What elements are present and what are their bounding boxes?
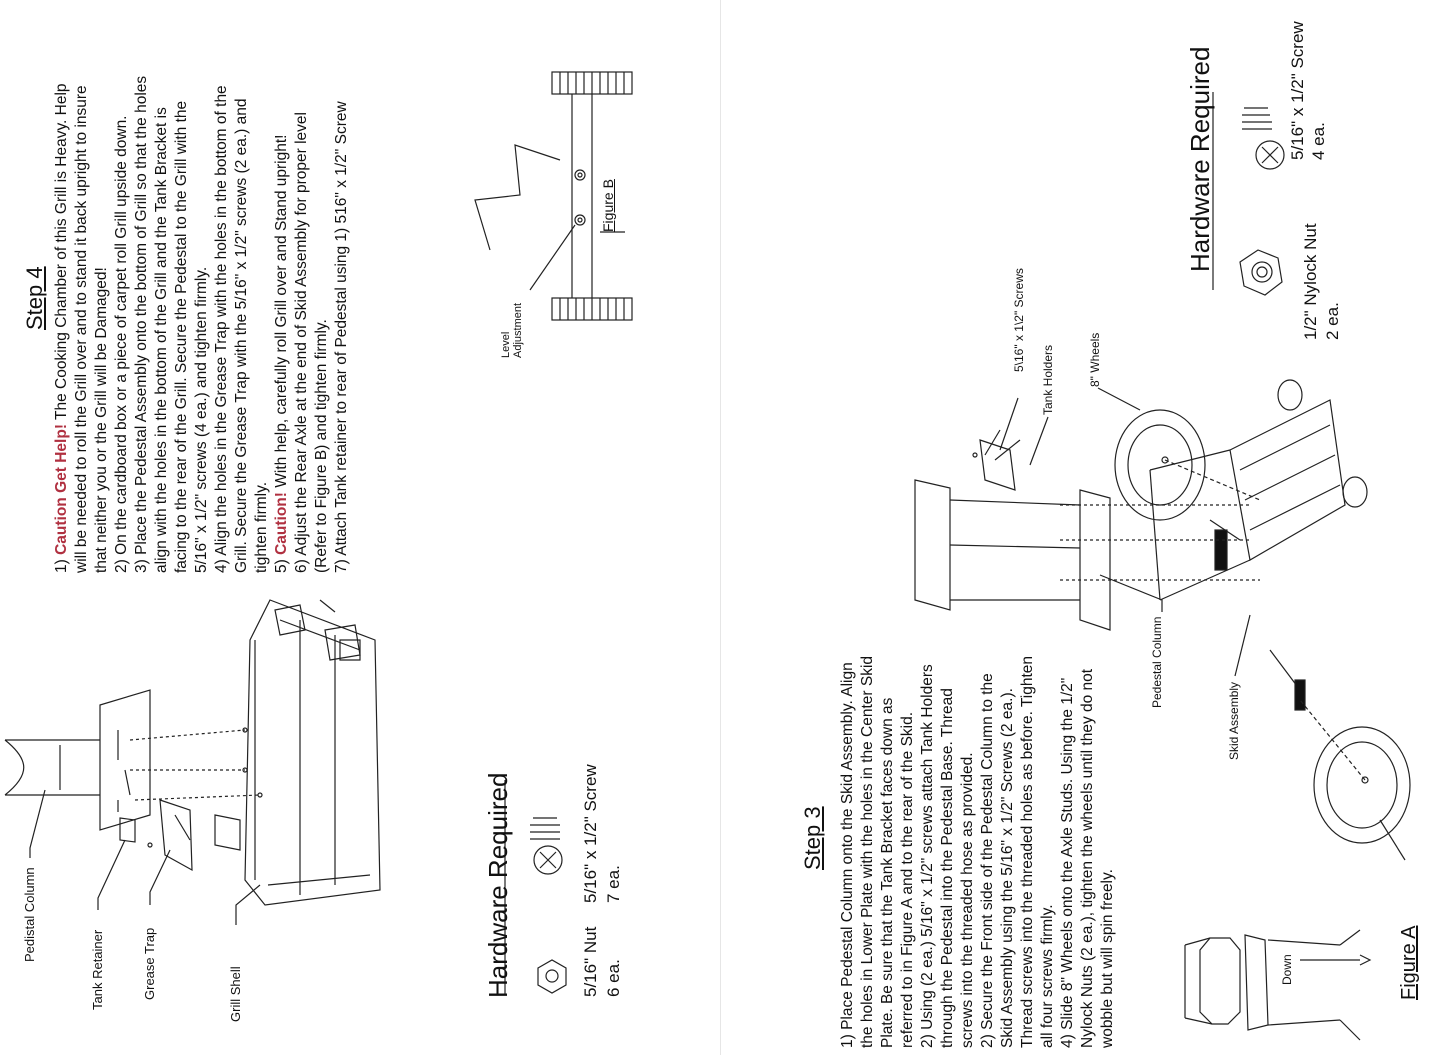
step4-line-text: tighten firmly. bbox=[253, 481, 270, 573]
hardware-left-screw-qty: 7 ea. bbox=[604, 865, 623, 903]
label-8in-wheels: 8" Wheels bbox=[1088, 332, 1102, 387]
skid-assembly-drawing bbox=[914, 379, 1411, 861]
step3-line: screws into the threaded hose as provide… bbox=[959, 752, 976, 1048]
caution-text: Caution Get Help! bbox=[53, 424, 70, 555]
hardware-left-title: Hardware Required bbox=[483, 772, 513, 998]
step4-line: will be needed to roll the Grill over an… bbox=[72, 76, 92, 573]
step4-line-text: 4) Align the holes in the Grease Trap wi… bbox=[213, 85, 230, 573]
step4-title: Step 4 bbox=[22, 266, 47, 330]
step4-line: 2) On the cardboard box or a piece of ca… bbox=[112, 76, 132, 574]
label-down: Down bbox=[1280, 954, 1294, 985]
step3-line: Nylock Nuts (2 ea.), tighten the wheels … bbox=[1079, 668, 1096, 1048]
step4-line-text: 1) bbox=[53, 554, 70, 573]
step4-line-text: With help, carefully roll Grill over and… bbox=[273, 134, 290, 493]
step4-line: 3) Place the Pedestal Assembly onto the … bbox=[132, 76, 152, 573]
step4-line: 6) Adjust the Rear Axle at the end of Sk… bbox=[292, 76, 312, 573]
hardware-right-nut-name: 1/2" Nylock Nut bbox=[1301, 223, 1320, 340]
step3-line: Thread screws into the threaded holes as… bbox=[1019, 655, 1036, 1048]
step4-line: 1) Caution Get Help! The Cooking Chamber… bbox=[52, 76, 72, 573]
label-screws: 5\16" x 1\2" Screws bbox=[1012, 268, 1026, 372]
label-grill-shell: Grill Shell bbox=[228, 966, 243, 1022]
step4-line-text: facing to the rear of the Grill. Secure … bbox=[173, 100, 190, 573]
step4-line-text: 5/16" x 1/2" screws (4 ea.) and tighten … bbox=[193, 266, 210, 573]
hardware-right-title: Hardware Required bbox=[1185, 46, 1215, 272]
figure-a-drawing bbox=[1184, 929, 1372, 1041]
step3-title: Step 3 bbox=[800, 806, 825, 870]
step4-instructions: 1) Caution Get Help! The Cooking Chamber… bbox=[52, 76, 352, 573]
screw-icon-right bbox=[1242, 107, 1285, 170]
nylock-nut-icon bbox=[1239, 249, 1283, 296]
step4-line: 7) Attach Tank retainer to rear of Pedes… bbox=[332, 76, 352, 573]
step3-line: 1) Place Pedestal Column onto the Skid A… bbox=[839, 662, 856, 1048]
step4-line-text: 3) Place the Pedestal Assembly onto the … bbox=[133, 75, 150, 573]
step4-line-text: align with the holes in the bottom of th… bbox=[153, 107, 170, 573]
step4-line-text: will be needed to roll the Grill over an… bbox=[73, 85, 90, 573]
label-skid-assembly: Skid Assembly bbox=[1227, 681, 1241, 760]
grill-shell-drawing bbox=[4, 599, 381, 925]
step4-line-text: Grill. Secure the Grease Trap with the 5… bbox=[233, 98, 250, 574]
step3-line: 2) Secure the Front side of the Pedestal… bbox=[979, 673, 996, 1048]
step4-line: align with the holes in the bottom of th… bbox=[152, 76, 172, 573]
step4-line-text: that neither you or the Grill will be Da… bbox=[93, 267, 110, 573]
step4-line: facing to the rear of the Grill. Secure … bbox=[172, 76, 192, 573]
step3-line: 4) Slide 8" Wheels onto the Axle Studs. … bbox=[1059, 677, 1076, 1048]
step4-line-text: 6) Adjust the Rear Axle at the end of Sk… bbox=[293, 112, 310, 573]
step4-line-text: (Refer to Figure B) and tighten firmly. bbox=[313, 319, 330, 573]
label-level: Level bbox=[500, 331, 512, 358]
figure-b-caption: Figure B bbox=[600, 179, 616, 232]
step4-line-text: 7) Attach Tank retainer to rear of Pedes… bbox=[333, 101, 350, 573]
step4-line: Grill. Secure the Grease Trap with the 5… bbox=[232, 76, 252, 574]
step4-line: 5/16" x 1/2" screws (4 ea.) and tighten … bbox=[192, 76, 212, 573]
step3-line: referred to in Figure A and to the rear … bbox=[899, 711, 916, 1048]
step3-line: the holes in Lower Plate with the holes … bbox=[859, 655, 876, 1048]
figure-a-caption: Figure A bbox=[1398, 925, 1420, 1000]
step3-line: 2) Using (2 ea.) 5/16" x 1/2" screws att… bbox=[919, 664, 936, 1048]
hardware-right-screw-qty: 4 ea. bbox=[1309, 122, 1328, 160]
hardware-right-screw-name: 5/16" x 1/2" Screw bbox=[1288, 21, 1307, 160]
label-adjustment: Adjustment bbox=[512, 302, 524, 358]
label-pedestal-column: Pedestal Column bbox=[1150, 616, 1164, 708]
step4-line: tighten firmly. bbox=[252, 76, 272, 573]
step3-line: through the Pedestal into the Pedestal B… bbox=[939, 688, 956, 1048]
page-fold-line bbox=[720, 0, 721, 1055]
label-tank-retainer: Tank Retainer bbox=[90, 929, 105, 1010]
caution-text: Caution! bbox=[273, 492, 290, 555]
hardware-left-nut-qty: 6 ea. bbox=[604, 959, 623, 997]
hardware-left-screw-name: 5/16" x 1/2" Screw bbox=[581, 764, 600, 903]
step4-line-text: 2) On the cardboard box or a piece of ca… bbox=[113, 115, 130, 574]
figure-b-drawing bbox=[474, 71, 633, 321]
label-pedistal-column: Pedistal Column bbox=[22, 867, 37, 962]
step3-line: wobble but will spin freely. bbox=[1099, 869, 1116, 1048]
step3-line: all four screws firmly. bbox=[1039, 904, 1056, 1048]
step4-line: that neither you or the Grill will be Da… bbox=[92, 76, 112, 573]
step3-line: Skid Assembly using the 5/16" x 1/2" Scr… bbox=[999, 688, 1016, 1048]
hardware-right-nut-qty: 2 ea. bbox=[1323, 302, 1342, 340]
hex-nut-icon bbox=[537, 959, 567, 994]
screw-icon bbox=[530, 817, 563, 875]
label-grease-trap: Grease Trap bbox=[142, 927, 157, 1000]
step4-line: 5) Caution! With help, carefully roll Gr… bbox=[272, 76, 292, 573]
step4-line: (Refer to Figure B) and tighten firmly. bbox=[312, 76, 332, 573]
hardware-left-nut-name: 5/16" Nut bbox=[581, 926, 600, 997]
step4-line-text: The Cooking Chamber of this Grill is Hea… bbox=[53, 83, 70, 425]
step4-line: 4) Align the holes in the Grease Trap wi… bbox=[212, 76, 232, 573]
step4-line-text: 5) bbox=[273, 554, 290, 573]
label-tank-holders: Tank Holders bbox=[1041, 344, 1055, 415]
step3-line: Plate. Be sure that the Tank Bracket fac… bbox=[879, 697, 896, 1048]
step3-instructions: 1) Place Pedestal Column onto the Skid A… bbox=[838, 656, 1118, 1048]
